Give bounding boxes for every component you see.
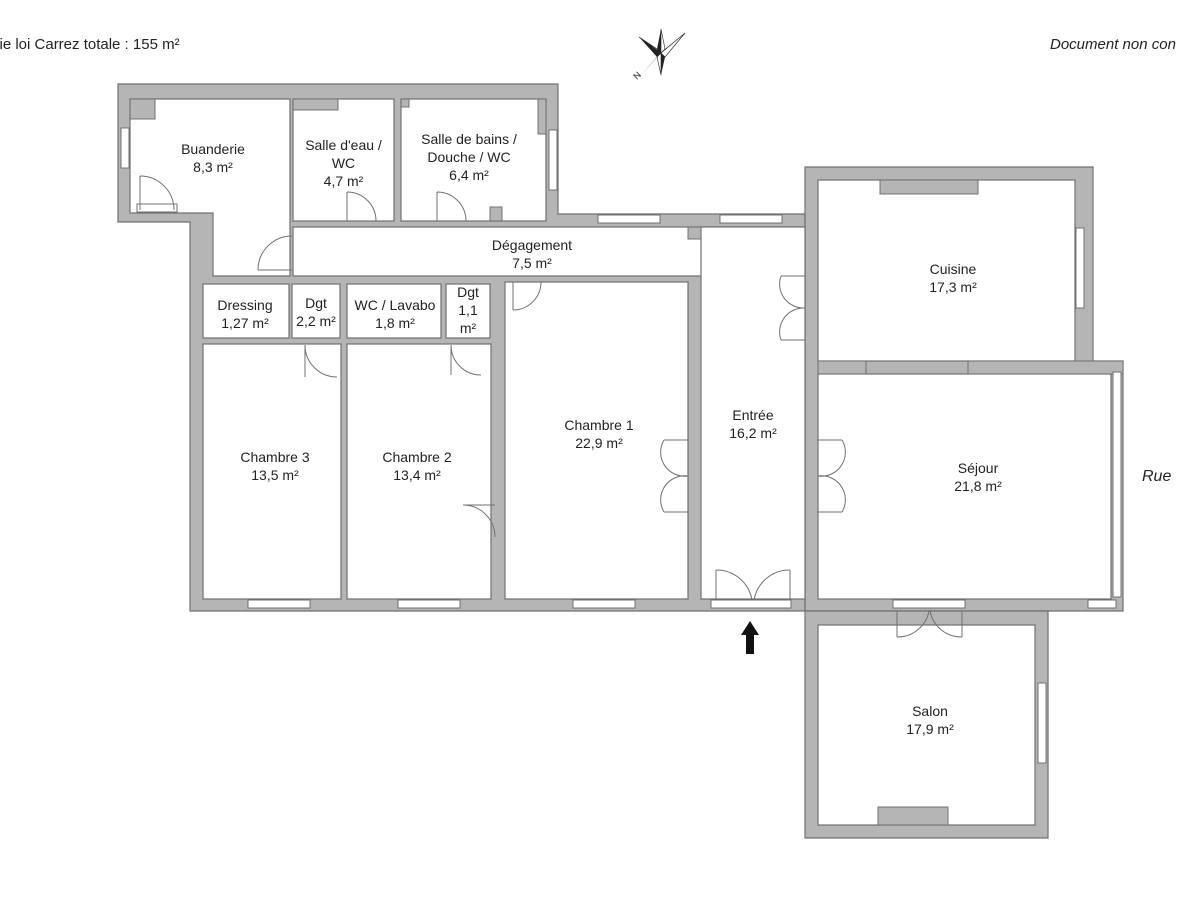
room-salle-eau: Salle d'eau / WC 4,7 m² [296, 136, 391, 190]
floor-dressing [202, 283, 290, 339]
floor-dgt1 [291, 283, 341, 339]
floor-entree [700, 226, 806, 600]
floor-salle-bains [400, 98, 547, 222]
floor-salon [817, 624, 1036, 826]
street-label: Rue [1142, 468, 1172, 485]
room-wc-lavabo: WC / Lavabo 1,8 m² [347, 296, 443, 332]
floor-chambre2 [346, 343, 492, 600]
room-name: Dgt [305, 295, 327, 311]
floor-cuisine [817, 179, 1076, 362]
compass-north-label: N [631, 70, 643, 82]
arrow-up-icon [741, 621, 759, 654]
room-area: 2,2 m² [296, 313, 336, 329]
floor-sejour [817, 373, 1112, 600]
document-disclaimer: Document non con [1050, 36, 1176, 53]
room-name: Dégagement [491, 237, 573, 253]
room-entree: Entrée 16,2 m² [702, 406, 804, 442]
interior-walls [817, 360, 1124, 375]
room-area: 6,4 m² [449, 167, 489, 183]
room-area: 4,7 m² [323, 173, 364, 189]
room-area: 1,27 m² [221, 315, 269, 331]
room-area: 1,8 m² [375, 315, 415, 331]
room-cuisine: Cuisine 17,3 m² [893, 260, 1013, 296]
room-name: Chambre 1 [564, 417, 634, 433]
room-area: 8,3 m² [193, 159, 233, 175]
room-area: 17,3 m² [929, 279, 977, 295]
room-name: Salle d'eau / WC [305, 137, 382, 171]
compass-rose-icon [638, 28, 686, 76]
room-name: WC / Lavabo [354, 297, 436, 313]
room-name: Entrée [732, 407, 774, 423]
windows [120, 127, 1122, 764]
room-chambre-1: Chambre 1 22,9 m² [539, 416, 659, 452]
room-sejour: Séjour 21,8 m² [918, 459, 1038, 495]
room-area: 13,4 m² [393, 467, 441, 483]
room-salon: Salon 17,9 m² [870, 702, 990, 738]
door-swings [139, 175, 963, 638]
floor-salle-eau [292, 98, 395, 222]
room-area: 1,1 m² [458, 302, 478, 336]
room-name: Buanderie [181, 141, 245, 157]
total-area-header: cie loi Carrez totale : 155 m² [0, 36, 180, 53]
room-name: Dressing [217, 297, 273, 313]
room-area: 21,8 m² [954, 478, 1002, 494]
floors [129, 98, 1112, 826]
room-name: Chambre 2 [382, 449, 452, 465]
room-dressing: Dressing 1,27 m² [203, 296, 287, 332]
room-area: 13,5 m² [251, 467, 299, 483]
room-name: Cuisine [929, 261, 977, 277]
room-area: 7,5 m² [512, 255, 552, 271]
room-degagement: Dégagement 7,5 m² [472, 236, 592, 272]
floor-dgt2 [445, 283, 491, 339]
room-salle-bains: Salle de bains / Douche / WC 6,4 m² [409, 130, 529, 184]
floor-buanderie [129, 98, 291, 277]
room-dgt-2: Dgt 1,1 m² [452, 283, 484, 337]
wall-notches [129, 98, 979, 826]
room-name: Salon [912, 703, 948, 719]
room-area: 17,9 m² [906, 721, 954, 737]
room-name: Salle de bains / Douche / WC [421, 131, 517, 165]
room-name: Dgt [457, 284, 479, 300]
floor-wc-lavabo [346, 283, 442, 339]
room-area: 22,9 m² [575, 435, 623, 451]
room-name: Séjour [957, 460, 999, 476]
room-chambre-3: Chambre 3 13,5 m² [215, 448, 335, 484]
room-area: 16,2 m² [729, 425, 777, 441]
floor-chambre3 [202, 343, 342, 600]
room-chambre-2: Chambre 2 13,4 m² [357, 448, 477, 484]
room-dgt-1: Dgt 2,2 m² [290, 294, 342, 330]
room-name: Chambre 3 [240, 449, 310, 465]
floor-chambre1 [504, 281, 689, 600]
room-buanderie: Buanderie 8,3 m² [158, 140, 268, 176]
